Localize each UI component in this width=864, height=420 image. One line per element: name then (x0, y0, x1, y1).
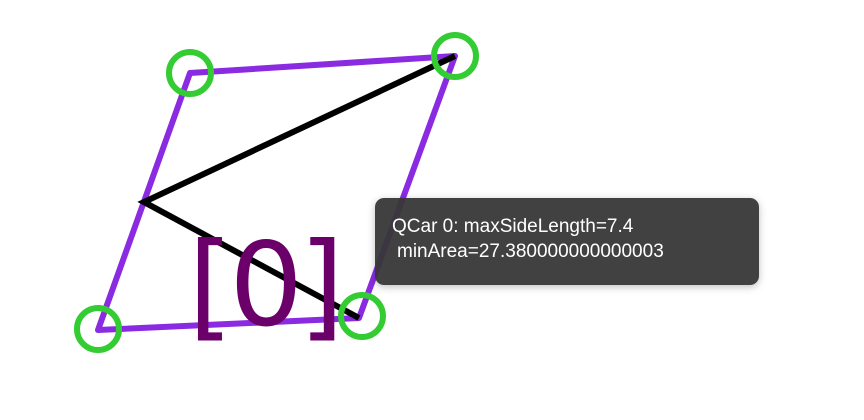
vertex-handle-top-left[interactable] (166, 49, 214, 97)
vertex-handle-bottom-left[interactable] (74, 305, 122, 353)
vertex-handle-top-right[interactable] (431, 32, 479, 80)
vertex-handle-bottom-right[interactable] (338, 292, 386, 340)
qcar-index-label: [0] (188, 218, 344, 353)
tooltip-max-side-length: QCar 0: maxSideLength=7.4 (392, 216, 634, 237)
tooltip-min-area: minArea=27.380000000000003 (397, 241, 664, 262)
diagonal-path (137, 53, 457, 321)
qcar-tooltip: QCar 0: maxSideLength=7.4 minArea=27.380… (375, 198, 759, 285)
